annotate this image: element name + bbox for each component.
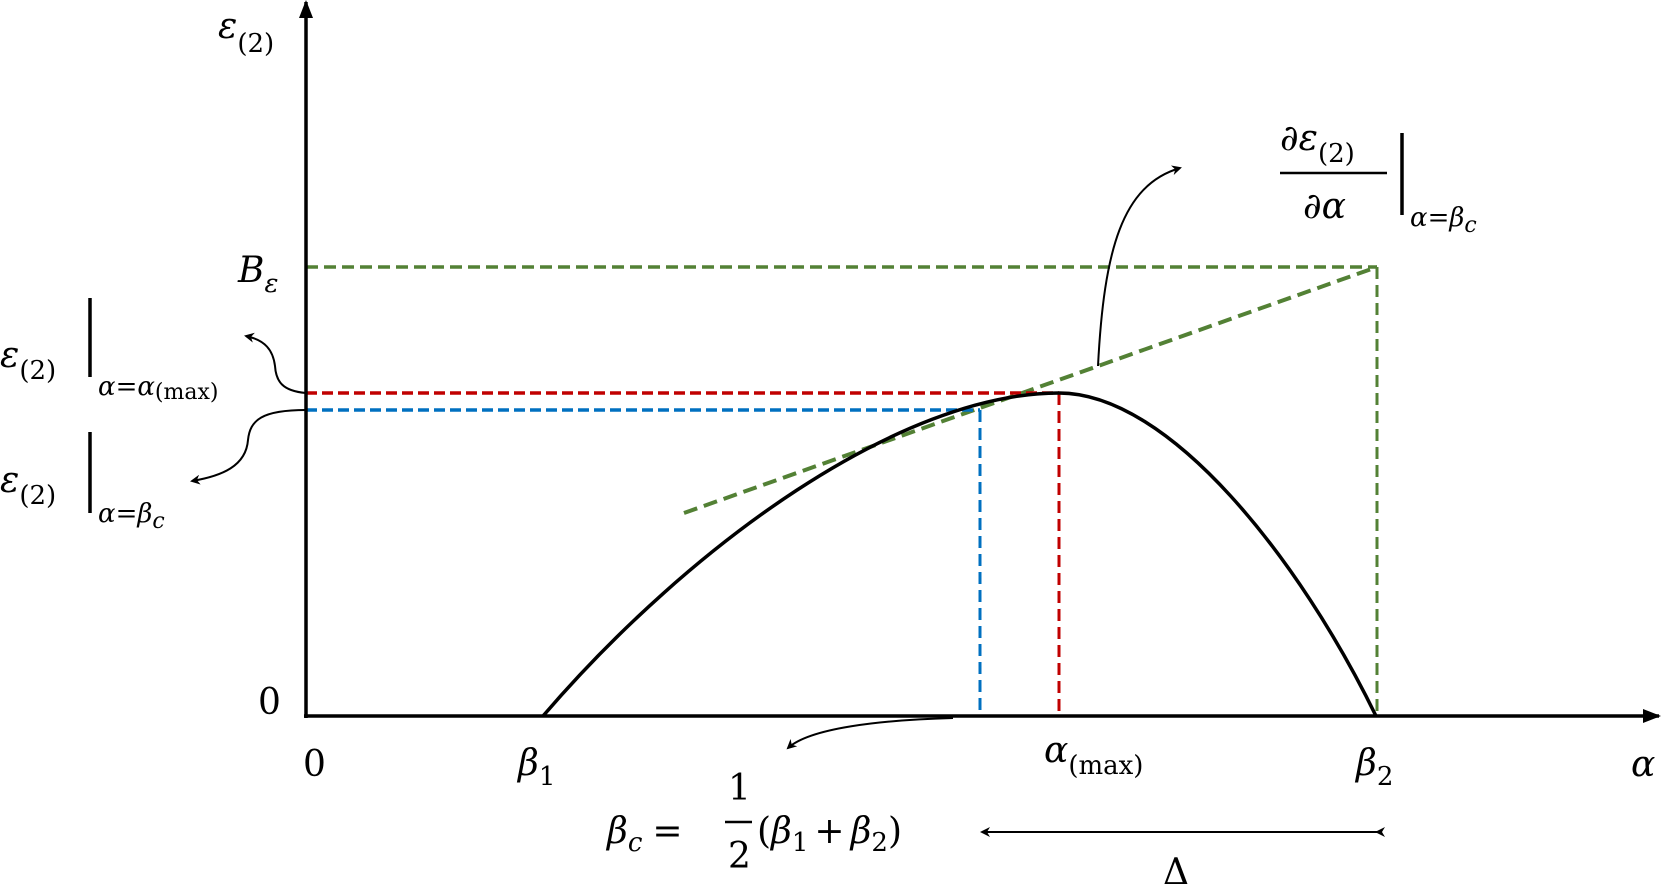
svg-text:2: 2 [728,836,751,877]
svg-text:∂α: ∂α [1303,186,1346,227]
eps-at-alpha-max-label: ε(2) α=α(max) [0,298,218,405]
eps-center-pointer-arrow [190,409,307,485]
eps-max-pointer-arrow [244,332,307,394]
svg-text:α=βc: α=βc [1410,203,1477,238]
svg-text:ε(2): ε(2) [0,335,56,386]
x-axis-label: α [1631,744,1655,785]
bound-label: Bε [237,250,278,299]
beta1-label: β1 [516,743,555,792]
beta-c-formula: βc= 1 2 (β1+β2) [605,768,902,877]
beta2-label: β2 [1354,743,1393,792]
svg-text:1: 1 [728,768,751,809]
eps-at-beta-c-label: ε(2) α=βc [0,432,165,534]
svg-text:βc=: βc= [605,811,683,858]
derivative-label: ∂ε(2) ∂α α=βc [1280,118,1477,238]
x-origin-label: 0 [303,744,326,785]
y-axis-label: ε(2) [218,6,274,59]
epsilon-curve [541,391,1378,718]
y-origin-label: 0 [258,682,281,723]
delta-label: Δ [1163,852,1189,886]
svg-text:ε(2): ε(2) [0,460,56,511]
alpha-max-label: α(max) [1044,730,1143,781]
beta-c-pointer-arrow [786,717,954,750]
svg-text:α=βc: α=βc [98,499,165,534]
tangent-line [683,265,1378,515]
derivative-pointer-arrow [1097,165,1182,367]
svg-text:∂ε(2): ∂ε(2) [1280,118,1355,169]
svg-text:(β1+β2): (β1+β2) [757,811,902,858]
svg-text:α=α(max): α=α(max) [98,372,218,405]
